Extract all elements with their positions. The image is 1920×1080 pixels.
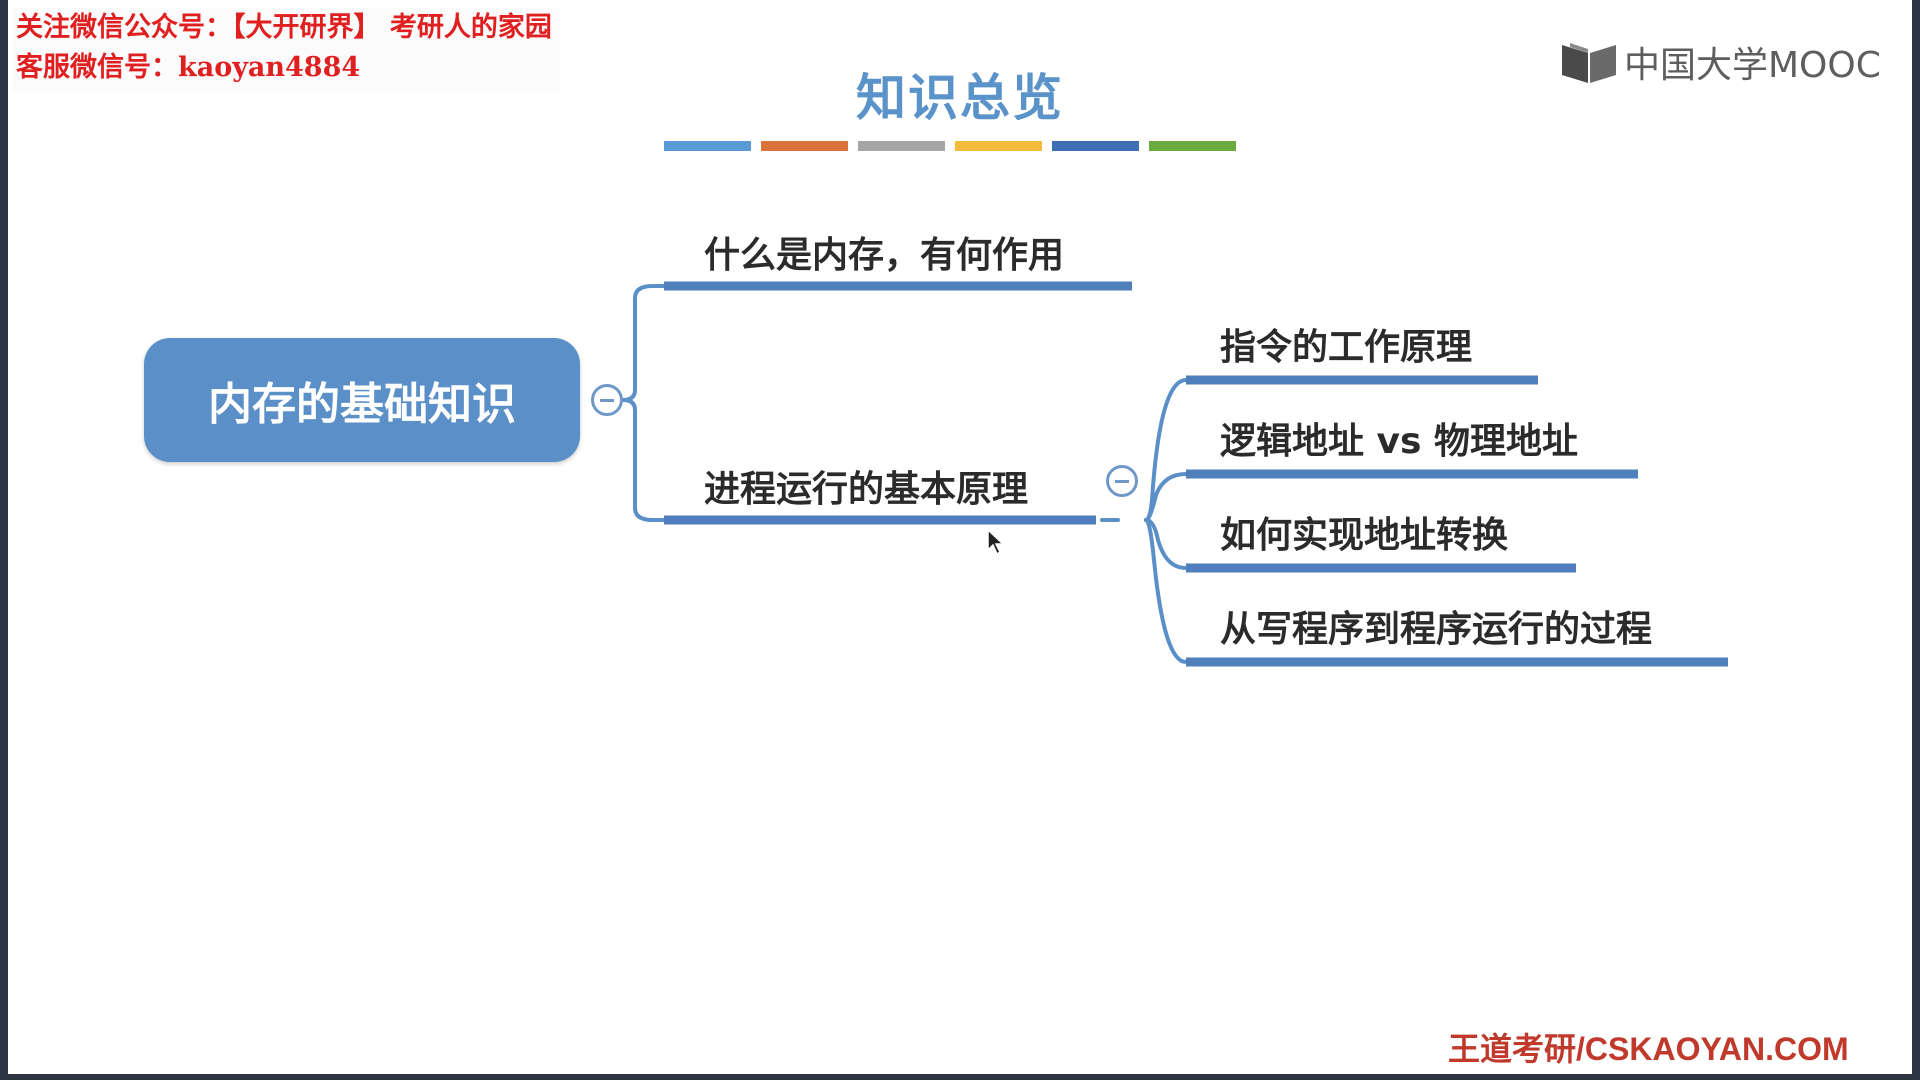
color-bar-swatch	[761, 141, 848, 151]
mindmap-connectors	[621, 281, 1728, 667]
minus-icon	[1115, 479, 1129, 483]
collapse-root-button[interactable]	[591, 384, 623, 416]
color-bar	[664, 141, 1236, 151]
branch-topic-memory[interactable]: 什么是内存，有何作用	[704, 235, 1065, 276]
mooc-logo-text: 中国大学MOOC	[1624, 45, 1881, 86]
color-bar-swatch	[664, 141, 751, 151]
slide-canvas: 关注微信公众号：【大开研界】 考研人的家园 客服微信号：kaoyan4884 中…	[8, 0, 1912, 1074]
color-bar-swatch	[858, 141, 945, 151]
slide-title: 知识总览	[856, 69, 1064, 127]
watermark-text: 关注微信公众号：【大开研界】 考研人的家园 客服微信号：kaoyan4884	[12, 8, 560, 92]
mooc-book-icon	[1562, 43, 1616, 83]
child-topic-address[interactable]: 逻辑地址 vs 物理地址	[1220, 421, 1578, 462]
child-topic-program-run[interactable]: 从写程序到程序运行的过程	[1220, 609, 1653, 650]
minus-icon	[600, 398, 614, 402]
collapse-process-button[interactable]	[1106, 465, 1138, 497]
mindmap-root-node[interactable]: 内存的基础知识	[144, 338, 580, 462]
mouse-cursor-icon	[987, 528, 1005, 556]
color-bar-swatch	[1149, 141, 1236, 151]
branch-topic-process[interactable]: 进程运行的基本原理	[704, 469, 1029, 510]
child-topic-instruction[interactable]: 指令的工作原理	[1220, 327, 1473, 368]
watermark-line-2: 客服微信号：kaoyan4884	[16, 52, 361, 83]
footer-brand: 王道考研/CSKAOYAN.COM	[1448, 1031, 1849, 1067]
child-topic-translation[interactable]: 如何实现地址转换	[1220, 515, 1509, 556]
watermark-line-1: 关注微信公众号：【大开研界】 考研人的家园	[16, 12, 552, 43]
color-bar-swatch	[1052, 141, 1139, 151]
color-bar-swatch	[955, 141, 1042, 151]
mooc-logo: 中国大学MOOC	[1560, 36, 1881, 88]
screen-edge	[1914, 0, 1920, 1080]
